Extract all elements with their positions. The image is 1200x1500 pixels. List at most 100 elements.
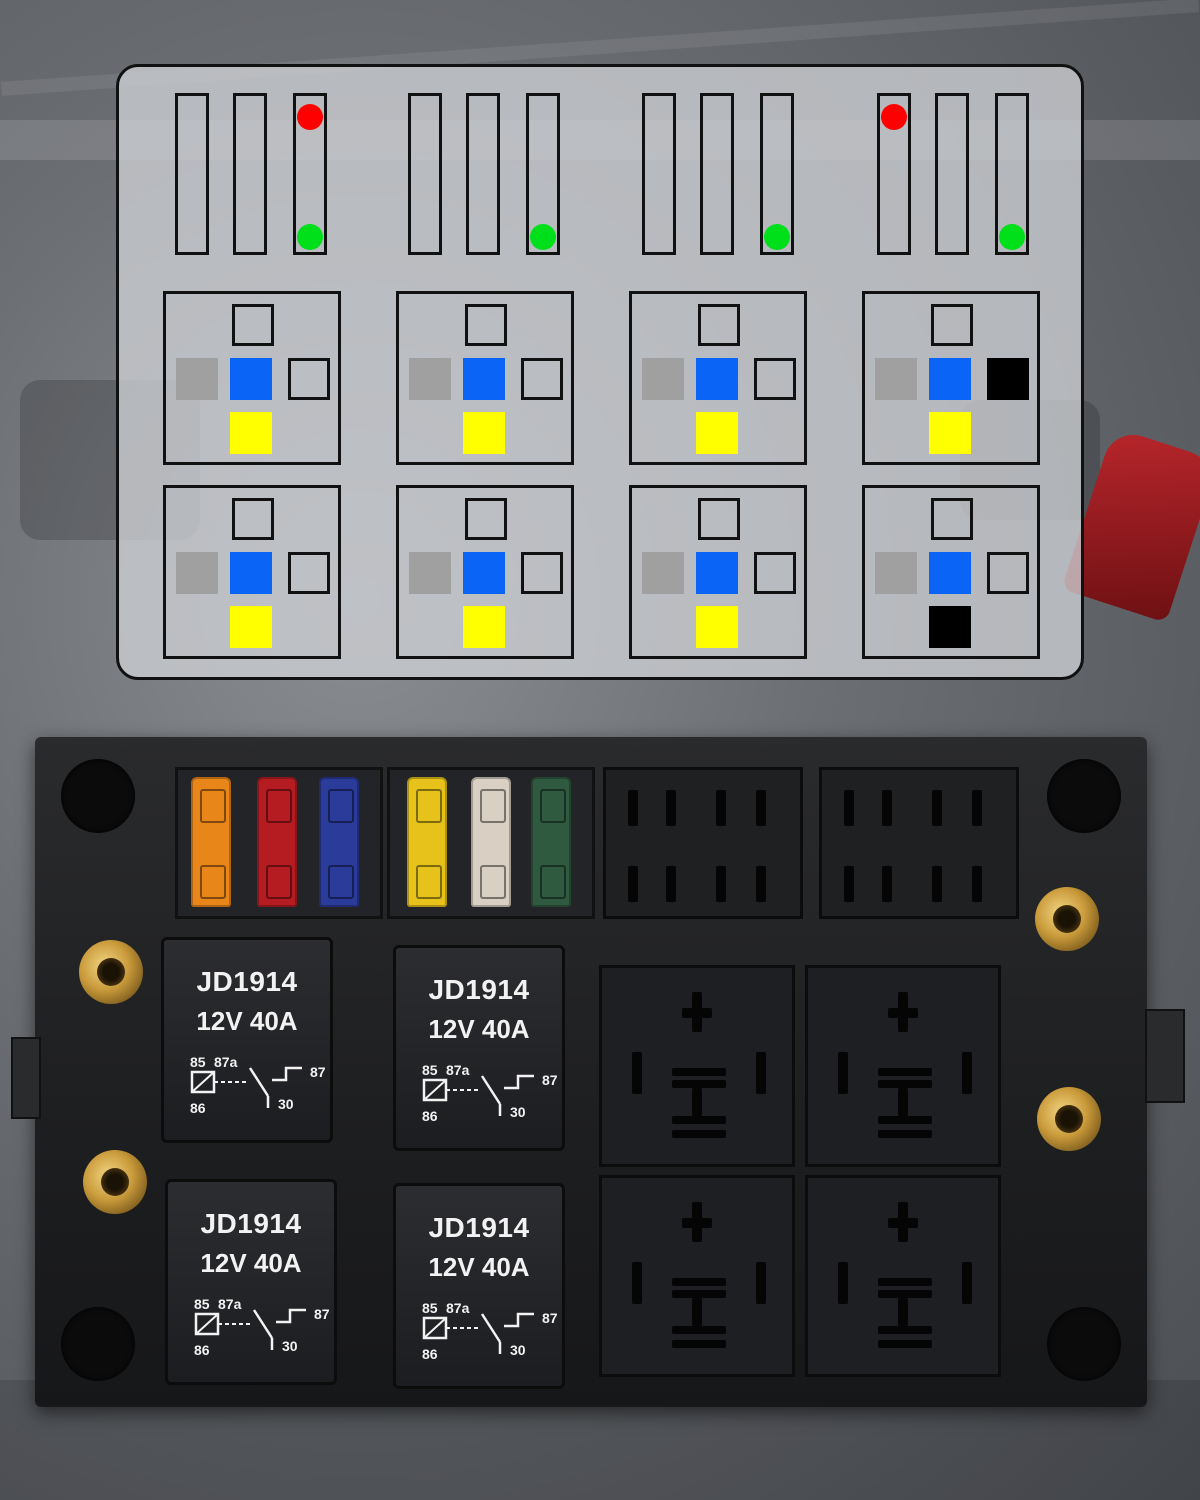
relay-pin-center: [463, 552, 505, 594]
fuse-slot: [700, 93, 734, 255]
relay-pin-left: [875, 358, 917, 400]
relay-pin-left: [409, 358, 451, 400]
pin-label-87a: 87a: [214, 1054, 238, 1070]
pin-label-85: 85: [422, 1300, 438, 1316]
relay-pin-center: [696, 358, 738, 400]
relay-pin-right: [288, 552, 330, 594]
pin-label-30: 30: [510, 1104, 526, 1120]
socket-bay-1: [603, 767, 803, 919]
pin-label-86: 86: [422, 1108, 438, 1124]
relay-schematic-icon: [194, 1308, 306, 1350]
pin-label-86: 86: [422, 1346, 438, 1362]
relay-pin-center: [929, 358, 971, 400]
relay-pin-top: [931, 498, 973, 540]
fuse-slot: [995, 93, 1029, 255]
relay-cell: [396, 291, 574, 465]
diagram-dot-green: [764, 224, 790, 250]
relay-pin-bottom: [929, 606, 971, 648]
relay-pin-bottom: [696, 606, 738, 648]
relay-rating-label: 12V 40A: [196, 1006, 298, 1036]
relay-pin-center: [696, 552, 738, 594]
relay-pin-top: [931, 304, 973, 346]
pin-label-85: 85: [422, 1062, 438, 1078]
relay-socket: [805, 965, 1001, 1167]
relay-pin-right: [521, 552, 563, 594]
relay-model-label: JD1914: [196, 966, 298, 997]
fuse-slot: [877, 93, 911, 255]
relay-pin-top: [465, 498, 507, 540]
pin-label-85: 85: [190, 1054, 206, 1070]
relay-cell: [862, 291, 1040, 465]
relay-cell: [629, 485, 807, 659]
relay-model-label: JD1914: [200, 1208, 302, 1239]
brass-insert: [79, 940, 143, 1004]
relay-pin-bottom: [929, 412, 971, 454]
relay-pin-bottom: [230, 606, 272, 648]
relay-pin-bottom: [696, 412, 738, 454]
brass-insert: [1037, 1087, 1101, 1151]
diagram-dot-green: [999, 224, 1025, 250]
mount-hole-top-left: [61, 759, 135, 833]
pin-label-85: 85: [194, 1296, 210, 1312]
brass-insert: [83, 1150, 147, 1214]
relay-cell: [396, 485, 574, 659]
fuse-slot: [175, 93, 209, 255]
relay-cell: [629, 291, 807, 465]
relay-pin-right: [754, 358, 796, 400]
relay-model-label: JD1914: [428, 974, 530, 1005]
pin-label-30: 30: [510, 1342, 526, 1358]
relay-pin-center: [929, 552, 971, 594]
blade-fuse: [471, 777, 511, 907]
fuse-slot: [293, 93, 327, 255]
blade-fuse: [407, 777, 447, 907]
relay-socket: [805, 1175, 1001, 1377]
fuse-slot: [935, 93, 969, 255]
blade-fuse: [319, 777, 359, 907]
side-clip-right: [1145, 1009, 1185, 1103]
relay-pin-left: [642, 358, 684, 400]
relay-pin-top: [232, 498, 274, 540]
relay-pin-right: [521, 358, 563, 400]
pin-label-87: 87: [542, 1310, 558, 1326]
mount-hole-bottom-left: [61, 1307, 135, 1381]
diagram-dot-green: [530, 224, 556, 250]
relay-pin-right: [288, 358, 330, 400]
relay-pin-center: [230, 552, 272, 594]
blade-fuse: [531, 777, 571, 907]
side-clip-left: [11, 1037, 41, 1119]
relay-socket: [599, 965, 795, 1167]
relay-pin-right: [987, 552, 1029, 594]
brass-insert: [1035, 887, 1099, 951]
mount-hole-bottom-right: [1047, 1307, 1121, 1381]
relay-pin-bottom: [463, 606, 505, 648]
relay-rating-label: 12V 40A: [428, 1014, 530, 1044]
relay-pin-bottom: [230, 412, 272, 454]
pin-label-87a: 87a: [218, 1296, 242, 1312]
relay-pin-right: [987, 358, 1029, 400]
pin-label-87: 87: [310, 1064, 326, 1080]
fuse-slot: [760, 93, 794, 255]
pin-label-30: 30: [278, 1096, 294, 1112]
relay-rating-label: 12V 40A: [428, 1252, 530, 1282]
diagram-dot-green: [297, 224, 323, 250]
diagram-dot-red: [881, 104, 907, 130]
fuse-slot: [466, 93, 500, 255]
relay-pin-top: [698, 498, 740, 540]
relay-pin-top: [698, 304, 740, 346]
relay-pin-center: [230, 358, 272, 400]
relay-cell: [862, 485, 1040, 659]
mount-hole-top-right: [1047, 759, 1121, 833]
blade-fuse: [191, 777, 231, 907]
relay-pin-right: [754, 552, 796, 594]
pin-label-86: 86: [194, 1342, 210, 1358]
pin-label-30: 30: [282, 1338, 298, 1354]
fuse-slot: [408, 93, 442, 255]
relay-pin-left: [642, 552, 684, 594]
relay-pin-left: [176, 358, 218, 400]
relay-pin-bottom: [463, 412, 505, 454]
fuse-slot: [233, 93, 267, 255]
